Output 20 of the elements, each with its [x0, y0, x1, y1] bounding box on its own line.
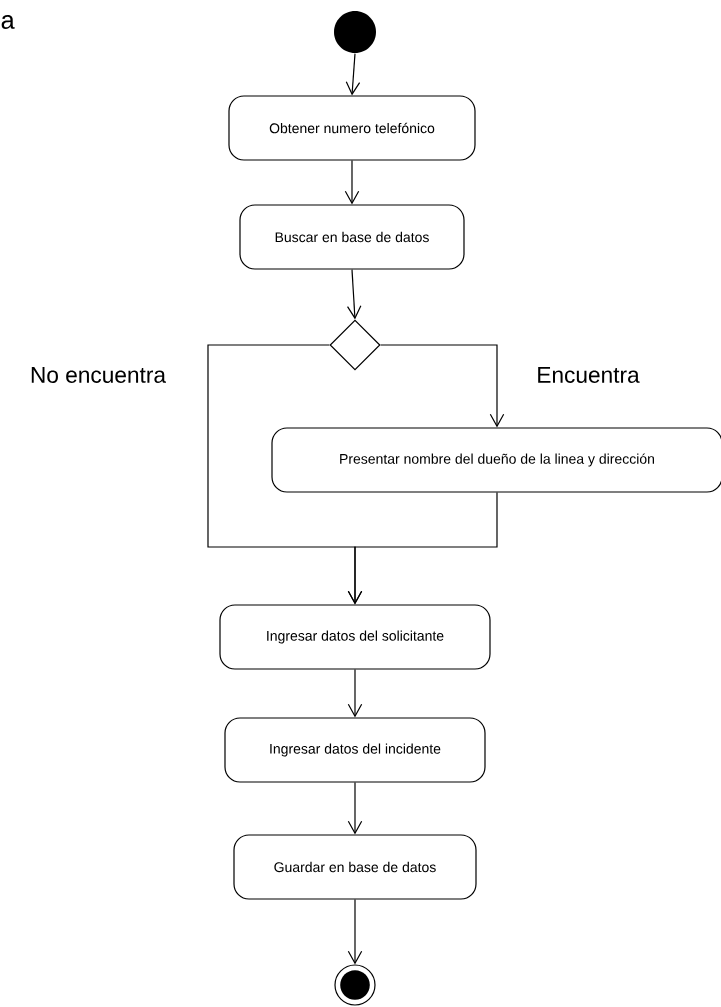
start-node — [334, 11, 376, 53]
activity-box: Ingresar datos del solicitante — [219, 604, 491, 670]
guard-label: Encuentra — [535, 365, 641, 385]
end-node — [334, 964, 376, 1006]
activity-box: Presentar nombre del dueño de la linea y dirección — [271, 427, 721, 493]
activity-box: Obtener numero telefónico — [228, 95, 476, 161]
arrow — [346, 269, 362, 320]
decision-diamond — [329, 319, 381, 371]
arrow — [380, 344, 505, 428]
arrow — [347, 782, 363, 835]
arrow — [344, 160, 360, 205]
arrow — [347, 669, 363, 718]
arrow — [345, 53, 361, 96]
guard-label: No encuentra — [28, 365, 168, 385]
corner-label: a — [1, 15, 15, 29]
activity-box: Guardar en base de datos — [233, 834, 477, 900]
activity-box: Buscar en base de datos — [239, 204, 465, 270]
activity-box: Ingresar datos del incidente — [224, 717, 486, 783]
arrow — [347, 899, 363, 965]
arrow — [347, 492, 498, 605]
